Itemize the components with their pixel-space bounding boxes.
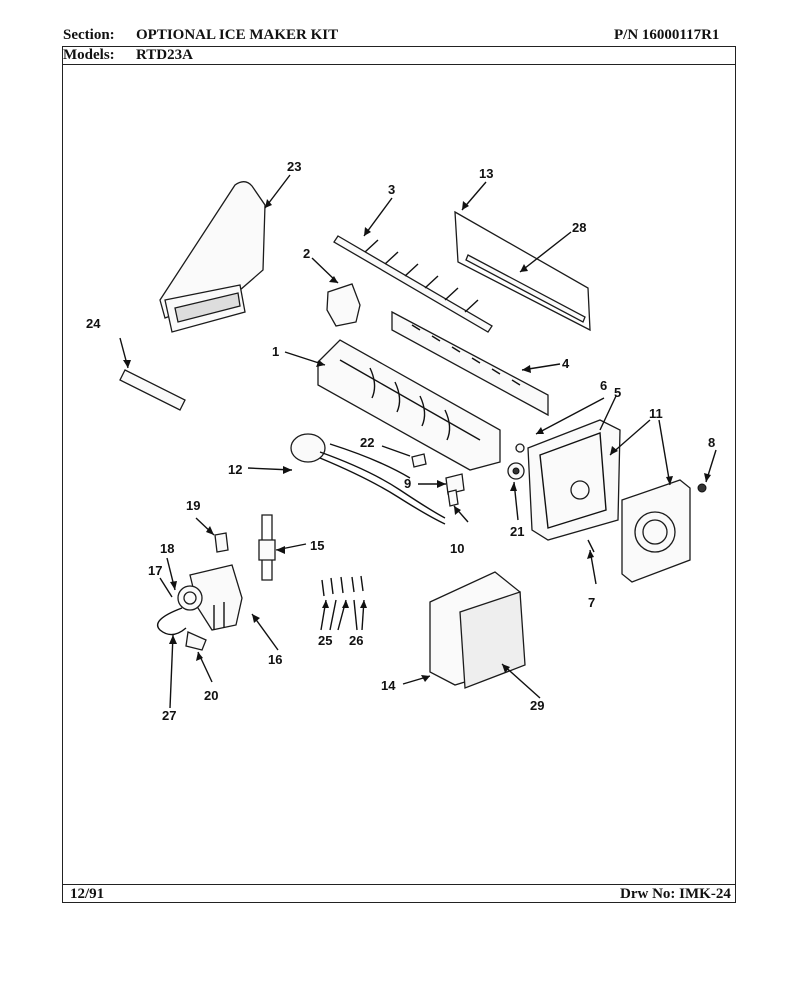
part-number: P/N 16000117R1	[614, 27, 719, 44]
callout-28: 28	[572, 220, 586, 235]
part-4-stripper	[391, 310, 549, 417]
callout-15: 15	[310, 538, 324, 553]
arrowheads	[123, 199, 711, 682]
callout-25: 25	[318, 633, 332, 648]
callout-5: 5	[614, 385, 621, 400]
drawing-frame	[62, 46, 736, 903]
callout-29: 29	[530, 698, 544, 713]
callout-14: 14	[381, 678, 396, 693]
part-number-label: P/N	[614, 27, 639, 43]
part-5-housing	[527, 419, 621, 541]
part-29-plate	[459, 591, 526, 689]
models-label: Models:	[63, 47, 115, 63]
callout-23: 23	[287, 159, 301, 174]
callout-3: 3	[388, 182, 395, 197]
callout-8: 8	[708, 435, 715, 450]
part-22-clip	[411, 453, 427, 468]
parts-25-26-screws	[321, 575, 364, 597]
part-3-ejector	[333, 235, 493, 333]
part-2-bracket	[326, 283, 361, 327]
callout-9: 9	[404, 476, 411, 491]
part-28-rod	[465, 254, 586, 323]
footer-rule	[62, 884, 736, 885]
callout-18: 18	[160, 541, 174, 556]
part-7-screw	[587, 539, 595, 553]
part-number-value: 16000117R1	[641, 27, 720, 43]
header-rule	[62, 64, 736, 65]
part-13-cover	[454, 210, 591, 332]
callout-19: 19	[186, 498, 200, 513]
callout-26: 26	[349, 633, 363, 648]
callout-7: 7	[588, 595, 595, 610]
part-9-bracket	[445, 473, 465, 495]
section-title: OPTIONAL ICE MAKER KIT	[136, 27, 339, 43]
callout-6: 6	[600, 378, 607, 393]
callout-27: 27	[162, 708, 176, 723]
callout-20: 20	[204, 688, 218, 703]
drawing-number-value: IMK-24	[679, 886, 731, 902]
part-1-mold	[317, 339, 501, 471]
part-6-screw	[515, 443, 525, 453]
callout-17: 17	[148, 563, 162, 578]
part-12-thermostat-harness	[290, 433, 446, 525]
part-15-tubing-connector	[258, 514, 276, 581]
callout-4: 4	[562, 356, 570, 371]
drawing-number: Drw No: IMK-24	[620, 886, 731, 903]
callout-1: 1	[272, 344, 279, 359]
models-value: RTD23A	[136, 47, 193, 63]
callout-21: 21	[510, 524, 524, 539]
callout-13: 13	[479, 166, 493, 181]
part-16-water-valve	[189, 564, 243, 631]
part-18-valve-coil	[177, 585, 203, 611]
part-24-tube	[119, 369, 186, 411]
drawing-date: 12/91	[70, 886, 105, 902]
callout-2: 2	[303, 246, 310, 261]
callout-16: 16	[268, 652, 282, 667]
part-8-nut	[697, 483, 707, 493]
callout-24: 24	[86, 316, 101, 331]
part-19-fitting	[214, 532, 229, 553]
part-21-gear	[507, 462, 525, 480]
drawing-number-label: Drw No:	[620, 886, 676, 902]
callout-22: 22	[360, 435, 374, 450]
callout-10: 10	[450, 541, 464, 556]
callout-11: 11	[649, 406, 663, 421]
part-11-motor-plate	[621, 479, 691, 583]
part-20-clip	[185, 631, 207, 651]
part-23-bin-cover	[159, 181, 266, 333]
callout-12: 12	[228, 462, 242, 477]
part-27-wire	[156, 607, 187, 636]
part-10-clamp	[447, 489, 459, 507]
section-label: Section:	[63, 27, 115, 43]
